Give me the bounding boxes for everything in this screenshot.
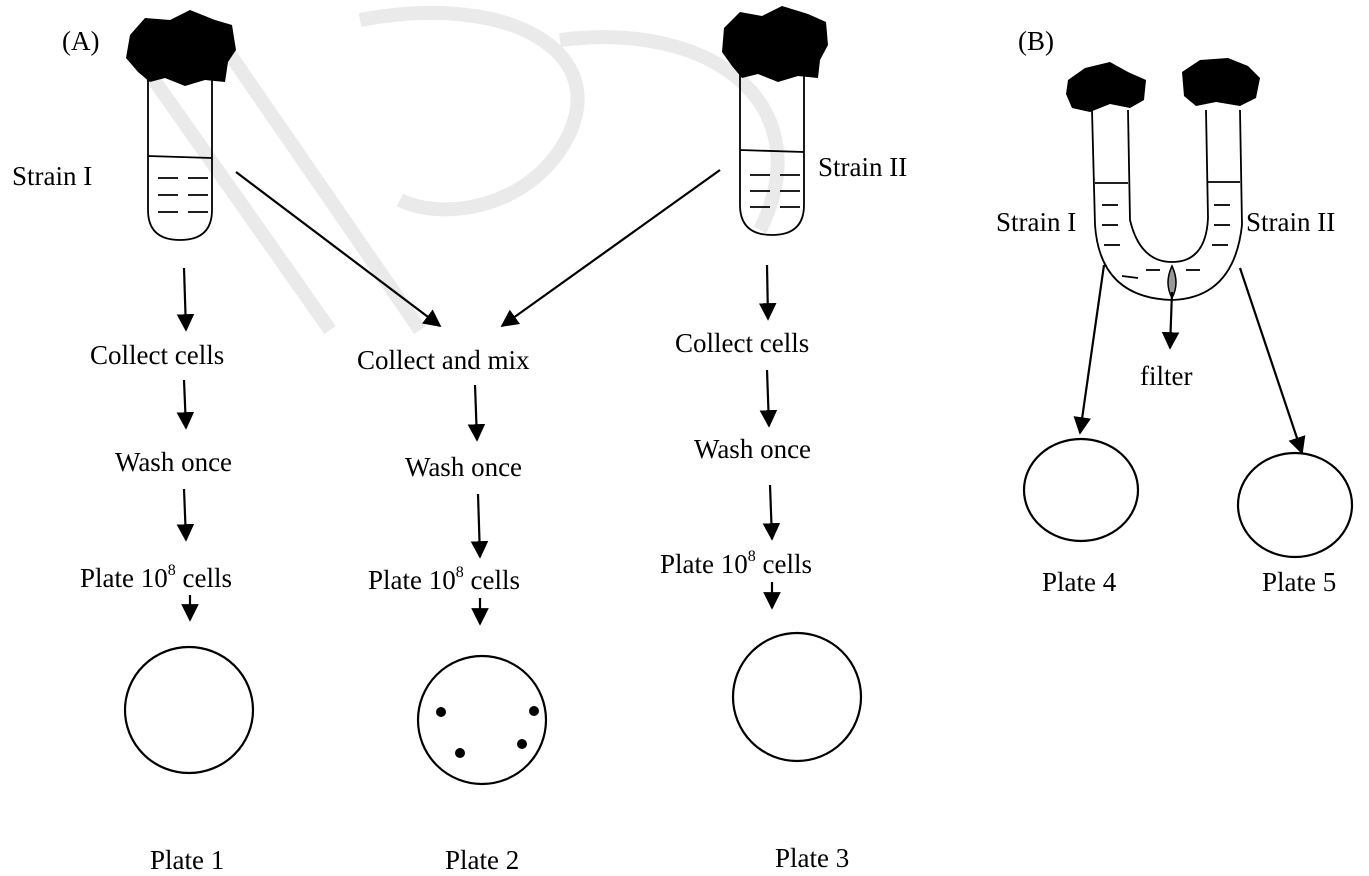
middle-step-collect-mix: Collect and mix	[357, 345, 530, 375]
arrow-strain2-to-mix	[500, 169, 721, 328]
plate-1-label: Plate 1	[150, 845, 224, 875]
filter-label: filter	[1140, 361, 1192, 391]
colony-dot	[529, 706, 539, 716]
colony-dot	[455, 748, 465, 758]
arrow-to-filter	[1161, 291, 1180, 350]
arrow-down	[762, 484, 781, 541]
cotton-plug-icon	[126, 10, 236, 86]
middle-step-plate: Plate 108 cells	[368, 564, 520, 595]
plate-3-label: Plate 3	[775, 843, 849, 873]
panel-b-strain-2-label: Strain II	[1246, 207, 1335, 237]
arrow-to-plate-4	[1073, 264, 1106, 435]
cotton-plug-icon	[1182, 58, 1260, 106]
middle-step-wash: Wash once	[405, 452, 522, 482]
plate-3-dish	[731, 631, 863, 763]
arrow-down	[470, 493, 489, 559]
plate-5-label: Plate 5	[1262, 567, 1336, 597]
colony-dot	[436, 707, 446, 717]
right-step-collect: Collect cells	[675, 328, 809, 358]
plate-4-dish	[1022, 437, 1140, 543]
plate-2-dish	[416, 654, 548, 786]
arrow-strain1-to-mix	[235, 171, 442, 328]
watermark	[134, 5, 785, 335]
plate-4-label: Plate 4	[1042, 567, 1117, 597]
cotton-plug-icon	[1066, 62, 1146, 112]
cotton-plug-icon	[722, 6, 828, 82]
arrow-down	[176, 267, 195, 332]
tube-strain-2	[722, 6, 828, 236]
right-step-wash: Wash once	[694, 434, 811, 464]
left-step-wash: Wash once	[115, 447, 232, 477]
left-step-plate: Plate 108 cells	[80, 562, 232, 593]
arrow-to-plate-5	[1238, 267, 1306, 455]
colony-dot	[517, 739, 527, 749]
arrow-down	[176, 488, 195, 542]
arrow-down	[467, 384, 486, 442]
left-step-collect: Collect cells	[90, 340, 224, 370]
plate-2-label: Plate 2	[445, 845, 519, 875]
strain-2-label: Strain II	[818, 152, 907, 182]
right-step-plate: Plate 108 cells	[660, 548, 812, 579]
panel-b-strain-1-label: Strain I	[996, 207, 1076, 237]
arrow-down	[759, 369, 778, 428]
panel-a-label: (A)	[62, 26, 99, 56]
u-tube	[1066, 58, 1260, 301]
arrow-down	[176, 379, 195, 430]
tube-strain-1	[126, 10, 236, 241]
plate-1-dish	[123, 645, 255, 775]
arrow-down	[758, 264, 777, 321]
panel-b-label: (B)	[1018, 26, 1054, 56]
strain-1-label: Strain I	[12, 161, 92, 191]
plate-5-dish	[1236, 451, 1354, 559]
